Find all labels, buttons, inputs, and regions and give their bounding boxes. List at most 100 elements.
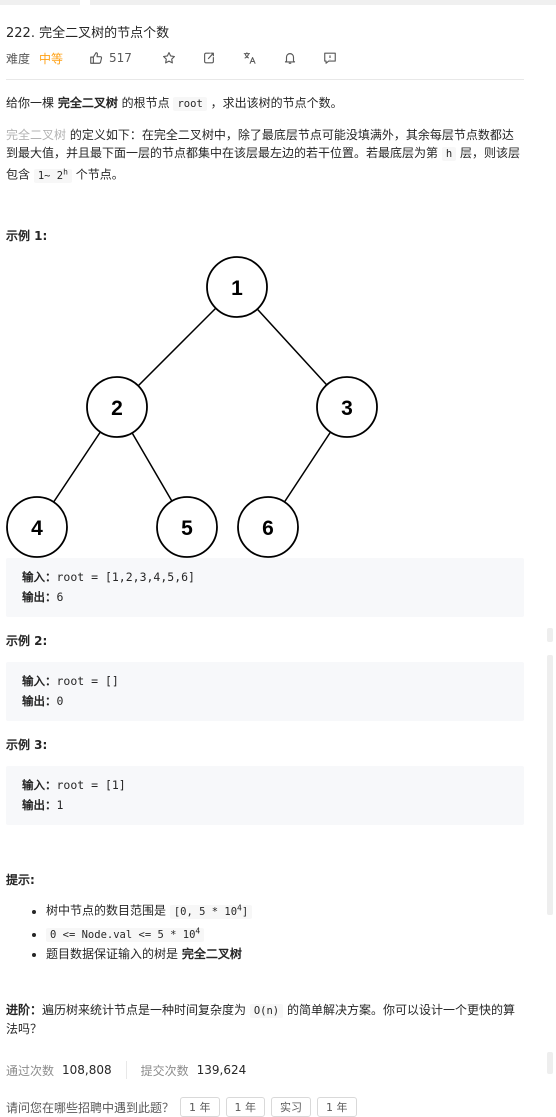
tree-node-label: 4 [31,517,43,540]
hint-code-text: 0 <= Node.val <= 5 * 10 [50,929,196,941]
hint-text: 题目数据保证输入的树是 [46,947,182,961]
inline-code: h [441,147,457,161]
hint-code-text: [0, 5 * 10 [173,905,238,918]
tree-edges [36,286,348,528]
scrollbar-track[interactable] [547,628,553,642]
share-button[interactable] [202,50,216,66]
tree-node-circle [156,496,218,558]
example-3-code-block: 输入：root = [1] 输出：1 [6,766,524,825]
description-bold: 完全二叉树 [57,96,118,110]
inline-code-range: 1~ 2h [33,167,72,183]
example-1-heading: 示例 1: [6,229,48,243]
advanced-text: 遍历树来统计节点是一种时间复杂度为 [42,1003,250,1017]
like-button[interactable] [89,50,103,66]
tree-node-circle [316,376,378,438]
translate-button[interactable] [242,50,257,66]
tree-node-label: 3 [341,397,353,420]
description-text: 的定义如下：在完全二叉树中，除了最底层节点可能没填满外，其余每层节点数都达到最大… [6,128,514,160]
tree-node-labels: 1 2 3 4 5 6 [31,277,353,540]
interview-tag-button[interactable]: 实习 [271,1097,312,1117]
output-value: 1 [56,798,64,812]
advanced-label: 进阶： [6,1003,43,1017]
tree-node-label: 1 [231,277,243,300]
example-2-heading: 示例 2: [6,634,48,648]
submitted-label: 提交次数 [140,1063,189,1078]
tree-node-label: 5 [181,517,193,540]
tree-node-circle [237,496,299,558]
description-paragraph-1: 给你一棵 完全二叉树 的根节点 root ，求出该树的节点个数。 [6,94,520,113]
accepted-count: 108,808 [62,1063,112,1077]
interview-question-bar: 请问您在哪些招聘中遇到此题？ 1 年 1 年 实习 1 年 [6,1097,357,1117]
interview-tag-button[interactable]: 1 年 [180,1097,220,1117]
feedback-icon [324,52,336,64]
inline-code-text: 1~ 2 [37,169,64,182]
superscript: h [63,167,68,176]
feedback-button[interactable] [323,50,337,66]
hint-item: 题目数据保证输入的树是 完全二叉树 [46,945,520,964]
tree-node-circle [86,376,148,438]
top-edge [0,0,556,5]
output-label: 输出： [22,694,57,708]
problem-meta-bar: 难度 中等 517 [6,49,337,67]
top-edge-segment [0,0,80,5]
hint-code-text: ] [241,905,249,918]
hint-item: 树中节点的数目范围是 [0, 5 * 104] [46,898,520,922]
star-icon [162,52,175,64]
hints-heading: 提示: [6,873,35,887]
example-output-line: 输出：6 [22,587,508,607]
hint-item: 0 <= Node.val <= 5 * 104 [46,922,520,946]
hint-bold: 完全二叉树 [181,947,242,961]
tree-node-circles [6,256,378,558]
hint-code: [0, 5 * 104] [169,903,253,919]
example-output-line: 输出：0 [22,691,508,711]
top-edge-segment [90,0,556,5]
superscript: 4 [237,903,242,912]
output-label: 输出： [22,590,57,604]
output-value: 6 [56,590,64,604]
tree-node-circle [6,496,68,558]
example-3-heading: 示例 3: [6,738,48,752]
superscript: 4 [195,926,201,936]
output-value: 0 [56,694,64,708]
example-output-line: 输出：1 [22,795,508,815]
tree-node-label: 6 [262,517,274,540]
input-label: 输入： [22,674,57,688]
share-icon [203,52,214,64]
example-input-line: 输入：root = [1,2,3,4,5,6] [22,567,508,587]
example-2-code-block: 输入：root = [] 输出：0 [6,662,524,721]
description-text: 层，则该层包含 [6,146,520,182]
definition-link[interactable]: 完全二叉树 [6,128,67,142]
notification-button[interactable] [283,50,297,66]
input-label: 输入： [22,778,57,792]
inline-code: O(n) [249,1004,284,1018]
hints-list: 树中节点的数目范围是 [0, 5 * 104] 0 <= Node.val <=… [6,898,520,964]
stats-separator [125,1061,127,1079]
favorite-button[interactable] [162,50,176,66]
thumbs-up-icon [90,52,103,64]
example-1-tree-diagram: 1 2 3 4 5 6 [6,256,378,558]
scrollbar-track[interactable] [547,1052,553,1074]
description-paragraph-2: 完全二叉树 的定义如下：在完全二叉树中，除了最底层节点可能没填满外，其余每层节点… [6,126,520,185]
input-value: root = [1] [56,778,126,792]
description-text: 个节点。 [71,167,124,182]
tree-node-label: 2 [111,397,123,420]
difficulty-badge: 中等 [39,51,64,66]
problem-title: 222. 完全二叉树的节点个数 [6,26,170,41]
scrollbar-track[interactable] [547,655,553,915]
input-label: 输入： [22,570,57,584]
example-1-code-block: 输入：root = [1,2,3,4,5,6] 输出：6 [6,558,524,617]
example-input-line: 输入：root = [] [22,671,508,691]
translate-icon [243,52,256,64]
advanced-text: 的简单解决方案。你可以设计一个更快的算法吗？ [6,1003,515,1036]
input-value: root = [1,2,3,4,5,6] [56,570,195,584]
interview-tag-button[interactable]: 1 年 [317,1097,357,1117]
like-count: 517 [109,51,132,65]
bell-icon [284,53,296,64]
header-divider [6,79,524,80]
inline-code: root [173,97,207,111]
hint-code: 0 <= Node.val <= 5 * 104 [46,926,205,942]
output-label: 输出： [22,798,57,812]
interview-tag-button[interactable]: 1 年 [225,1097,266,1117]
example-input-line: 输入：root = [1] [22,775,508,795]
description-text: 给你一棵 [6,96,58,110]
